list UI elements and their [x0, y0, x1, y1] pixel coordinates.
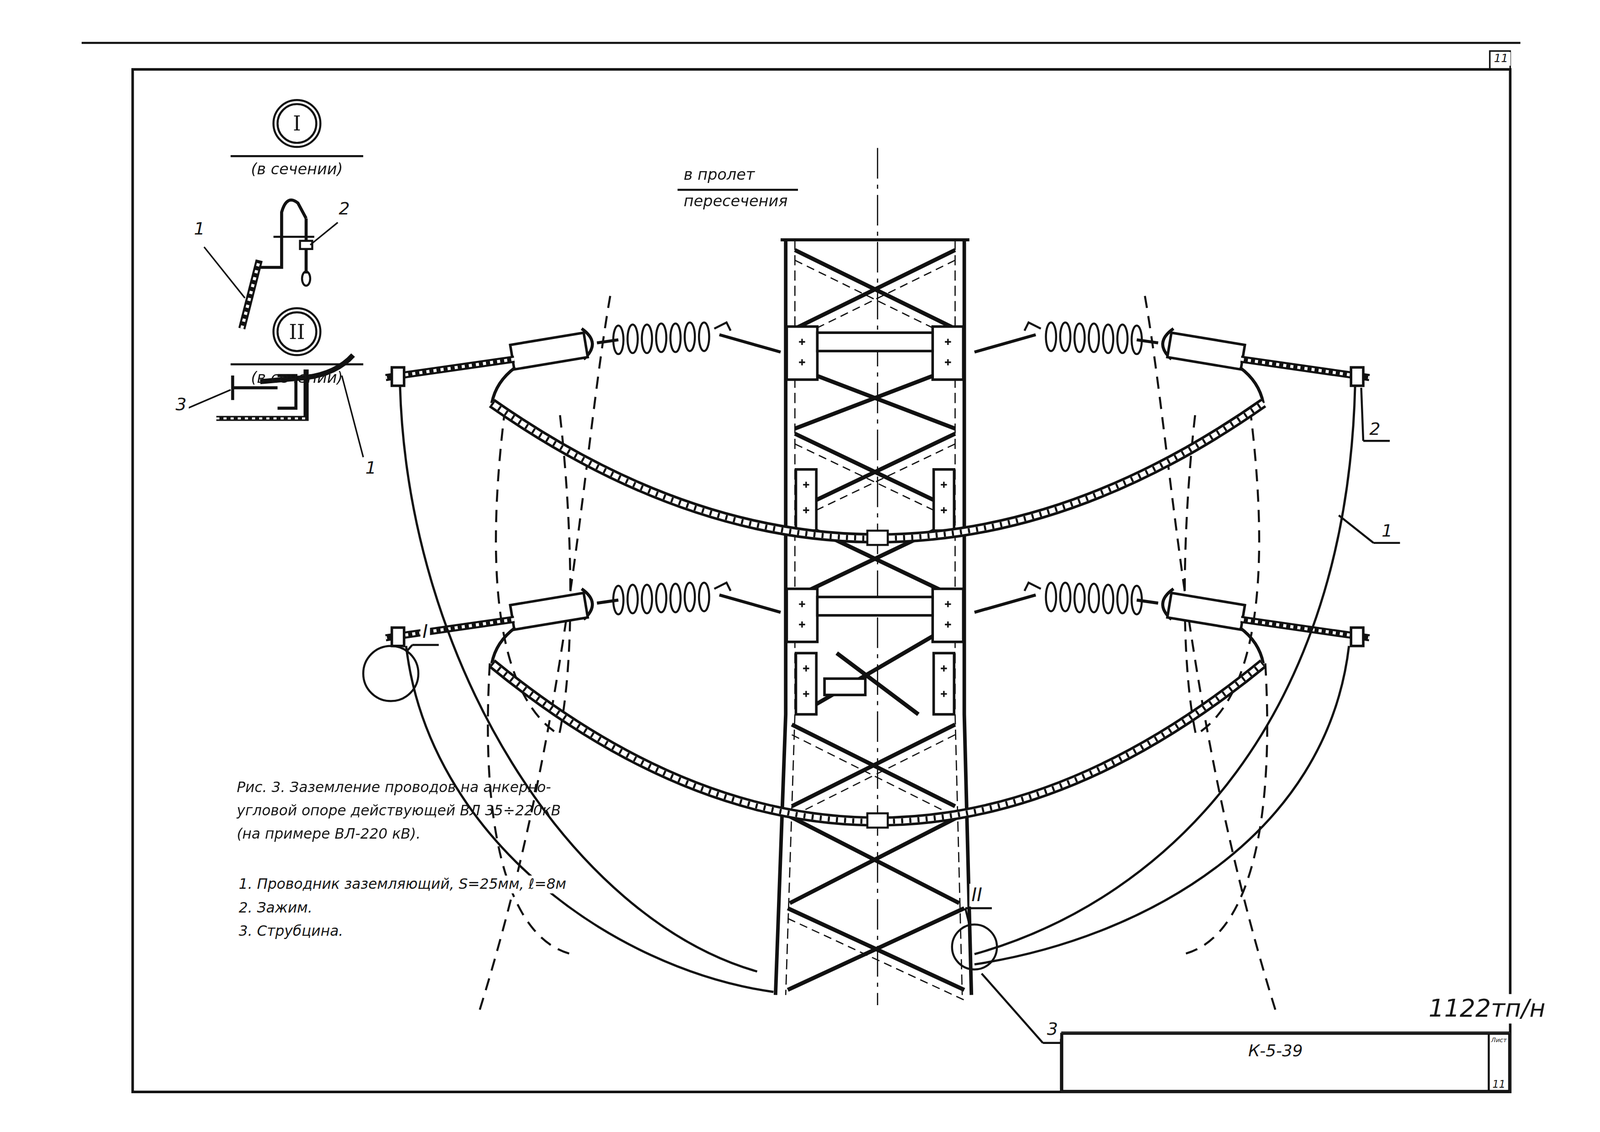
callout-circle: I [271, 98, 323, 150]
jumper-cables [491, 402, 1264, 828]
section-number: I [271, 98, 323, 150]
section-note: (в сечении) [250, 160, 344, 179]
note-text: 11 [1491, 52, 1511, 66]
callout-number: 1 [1379, 520, 1395, 542]
title-text: 11 [1492, 1078, 1506, 1090]
dashed-loops [479, 296, 1276, 1011]
note-text: 1. Проводник заземляющий, S=25мм, ℓ=8м [236, 875, 569, 893]
insulator-strings [385, 322, 1370, 664]
callout-marks [363, 387, 1400, 1043]
callout-circle: II [271, 306, 323, 358]
title-text: К-5-39 [1248, 1040, 1303, 1060]
callout-number: 1 [191, 218, 207, 240]
note-text: 1122тп/н [1426, 993, 1548, 1023]
underline-rule [230, 363, 364, 365]
section-note: (в сечении) [250, 368, 344, 387]
underline-rule [230, 155, 364, 157]
figure-caption: Рис. 3. Заземление проводов на анкерно-у… [236, 775, 574, 846]
tower-body [775, 239, 972, 1001]
callout-number: 3 [1044, 1018, 1060, 1040]
section-callout: I (в сечении) [230, 98, 364, 179]
note-text: 3. Струбцина. [236, 922, 346, 940]
grounding-conductors [400, 385, 1356, 992]
callout-number: I [420, 620, 430, 643]
callout-number: 1 [363, 457, 379, 479]
note-text: 2. Зажим. [236, 898, 315, 917]
title-text: Лист [1491, 1035, 1507, 1043]
title-block-cell: К-5-39 [1061, 1032, 1490, 1092]
section-callout: II (в сечении) [230, 306, 364, 387]
callout-number: 2 [1367, 418, 1383, 440]
callout-number: в пролет пересечения [681, 161, 808, 214]
callout-number: 2 [336, 198, 352, 219]
callout-number: II [969, 883, 985, 906]
title-block-cell: Лист 11 [1487, 1032, 1511, 1092]
title-block-lines [1061, 1032, 1511, 1092]
detail-two [187, 354, 364, 458]
callout-number: 3 [173, 393, 189, 415]
section-number: II [271, 306, 323, 358]
detail-one [203, 199, 338, 329]
